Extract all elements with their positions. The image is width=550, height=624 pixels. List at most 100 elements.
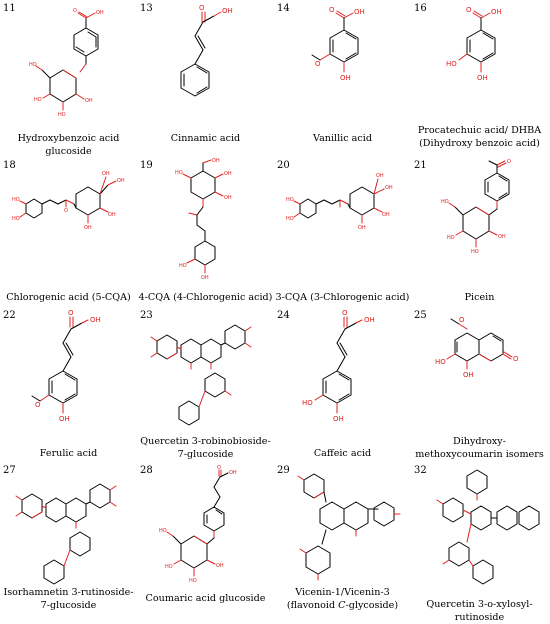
svg-text:OH: OH xyxy=(201,275,209,281)
compound-cell-13: 13 OH O Cinnamic acid xyxy=(137,0,274,157)
compound-cell-24: 24 OH O HO OH Caffeic acid xyxy=(274,307,411,462)
compound-cell-28: 28 OH O HO HO HO OH Coumaric acid glucos… xyxy=(137,462,274,621)
compound-number: 11 xyxy=(3,3,16,14)
compound-cell-16: 16 O OH HO OH Procatechuic acid/ DHBA (D… xyxy=(411,0,548,157)
structure-coumaric-acid-glucoside: OH O HO HO HO OH xyxy=(159,465,237,584)
svg-text:O: O xyxy=(466,6,472,14)
svg-text:O: O xyxy=(68,309,74,317)
svg-text:O: O xyxy=(329,6,335,14)
compound-number: 18 xyxy=(3,160,16,171)
svg-text:OH: OH xyxy=(108,212,116,218)
svg-text:OH: OH xyxy=(222,7,233,15)
svg-text:HO: HO xyxy=(175,170,183,176)
compound-name: Ferulic acid xyxy=(39,448,98,459)
svg-text:OH: OH xyxy=(212,158,220,164)
compound-cell-11: 11 O OH HO HO HO OH Hydroxybenzoic acid … xyxy=(0,0,137,157)
svg-text:O: O xyxy=(64,208,68,214)
compound-number: 19 xyxy=(140,160,153,171)
svg-text:O: O xyxy=(507,159,511,165)
structure-chlorogenic-acid: HO HO O OH OH OH OH xyxy=(12,171,125,231)
compound-number: 21 xyxy=(414,160,427,171)
compound-number: 25 xyxy=(414,310,427,321)
svg-text:OH: OH xyxy=(498,234,506,240)
compound-cell-20: 20 HO HO OH OH OH OH 3-CQA (3-Chlorogeni… xyxy=(274,157,411,307)
compound-cell-25: 25 O O HO OH Dihydroxy-methoxycoumarin i… xyxy=(411,307,548,462)
svg-text:OH: OH xyxy=(340,74,351,82)
svg-text:HO: HO xyxy=(29,62,37,68)
svg-text:OH: OH xyxy=(358,225,366,231)
structure-vicenin xyxy=(297,473,401,581)
svg-text:OH: OH xyxy=(491,8,502,16)
svg-text:OH: OH xyxy=(376,173,384,179)
structure-quercetin-robinobioside-glucoside xyxy=(150,324,252,426)
svg-text:HO: HO xyxy=(159,528,167,534)
compound-cell-21: 21 O HO HO HO OH Picein xyxy=(411,157,548,307)
svg-text:OH: OH xyxy=(385,185,393,191)
svg-text:O: O xyxy=(315,60,321,68)
compound-name: Vanillic acid xyxy=(313,133,372,144)
compound-cell-22: 22 OH O O OH Ferulic acid xyxy=(0,307,137,462)
svg-text:HO: HO xyxy=(189,578,197,584)
structure-quercetin-xylosyl-rutinoside xyxy=(436,469,540,585)
structure-vanillic-acid: O OH O OH xyxy=(311,6,365,82)
svg-text:HO: HO xyxy=(435,358,446,366)
svg-text:OH: OH xyxy=(229,470,237,476)
svg-text:OH: OH xyxy=(90,316,101,324)
svg-text:HO: HO xyxy=(471,249,479,255)
compound-name: Chlorogenic acid (5-CQA) xyxy=(6,292,131,303)
svg-text:OH: OH xyxy=(59,415,70,423)
svg-text:O: O xyxy=(199,4,205,12)
svg-text:OH: OH xyxy=(382,212,390,218)
svg-text:HO: HO xyxy=(179,263,187,269)
svg-text:HO: HO xyxy=(286,216,294,222)
italic-c: C xyxy=(338,600,346,611)
svg-text:OH: OH xyxy=(117,178,125,184)
svg-text:HO: HO xyxy=(12,216,20,222)
svg-text:OH: OH xyxy=(354,8,365,16)
compound-number: 20 xyxy=(277,160,290,171)
atom-label: OH xyxy=(96,10,104,16)
svg-text:HO: HO xyxy=(12,197,20,203)
compound-number: 22 xyxy=(3,310,16,321)
compound-name: Cinnamic acid xyxy=(170,133,241,144)
compound-number: 23 xyxy=(140,310,153,321)
structure-4-cqa: OH OH OH HO HO OH xyxy=(175,158,232,281)
compound-number: 16 xyxy=(414,3,427,14)
svg-text:HO: HO xyxy=(447,235,455,241)
compound-number: 28 xyxy=(140,465,153,476)
svg-text:HO: HO xyxy=(34,97,42,103)
compound-cell-32: 32 Quercetin 3-o-xylosyl-rutinoside xyxy=(411,462,548,623)
compound-name: Picein xyxy=(464,292,495,303)
compound-cell-19: 19 OH OH OH HO HO OH 4-CQA (4-Chlorogeni… xyxy=(137,157,274,307)
structure-ferulic-acid: OH O O OH xyxy=(31,309,101,423)
compound-name: Hydroxybenzoic acid glucoside xyxy=(17,133,120,157)
structure-hydroxybenzoic-acid-glucoside: O OH HO HO HO OH xyxy=(29,8,104,118)
svg-text:OH: OH xyxy=(224,195,232,201)
compound-number: 27 xyxy=(3,465,16,476)
svg-text:OH: OH xyxy=(85,98,93,104)
svg-text:O: O xyxy=(35,401,41,409)
structure-cinnamic-acid: OH O xyxy=(180,4,233,97)
compound-name: Procatechuic acid/ DHBA (Dihydroxy benzo… xyxy=(417,125,542,149)
svg-text:HO: HO xyxy=(58,112,66,118)
svg-text:HO: HO xyxy=(441,199,449,205)
svg-text:O: O xyxy=(459,316,465,324)
structure-caffeic-acid: OH O HO OH xyxy=(302,309,375,423)
compound-name: Quercetin 3-robinobioside-7-glucoside xyxy=(140,436,271,460)
structure-dihydroxy-methoxycoumarin: O O HO OH xyxy=(435,316,519,379)
compound-name: 4-CQA (4-Chlorogenic acid) xyxy=(138,292,273,303)
svg-text:OH: OH xyxy=(84,225,92,231)
compound-name: Coumaric acid glucoside xyxy=(145,593,266,604)
svg-text:HO: HO xyxy=(446,60,457,68)
svg-text:OH: OH xyxy=(333,415,344,423)
compound-number: 14 xyxy=(277,3,290,14)
compound-name: Vicenin-1/Vicenin-3(flavonoid C-glycosid… xyxy=(286,587,399,611)
compound-name: Isorhamnetin 3-rutinoside-7-glucoside xyxy=(3,587,134,611)
structure-3-cqa: HO HO OH OH OH OH xyxy=(286,173,393,231)
svg-text:OH: OH xyxy=(216,563,224,569)
compound-number: 32 xyxy=(414,465,427,476)
svg-text:O: O xyxy=(513,355,519,363)
compound-number: 29 xyxy=(277,465,290,476)
structure-procatechuic-acid: O OH HO OH xyxy=(446,6,502,82)
